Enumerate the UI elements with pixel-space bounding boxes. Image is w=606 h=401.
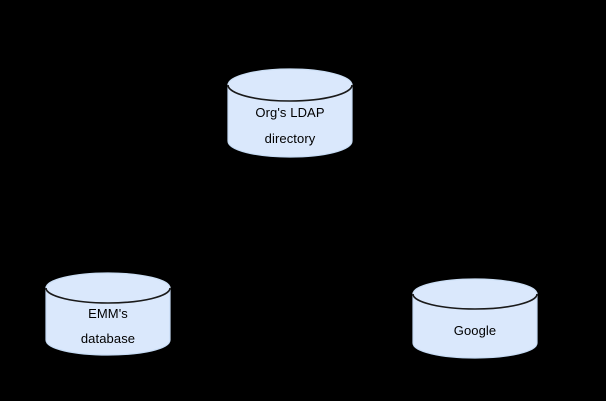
database-cylinder-icon: [227, 68, 353, 158]
node-emm-database[interactable]: EMM's database: [45, 272, 171, 356]
database-cylinder-icon: [412, 278, 538, 359]
node-ldap-directory[interactable]: Org's LDAP directory: [227, 68, 353, 158]
database-cylinder-icon: [45, 272, 171, 356]
node-google[interactable]: Google: [412, 278, 538, 359]
